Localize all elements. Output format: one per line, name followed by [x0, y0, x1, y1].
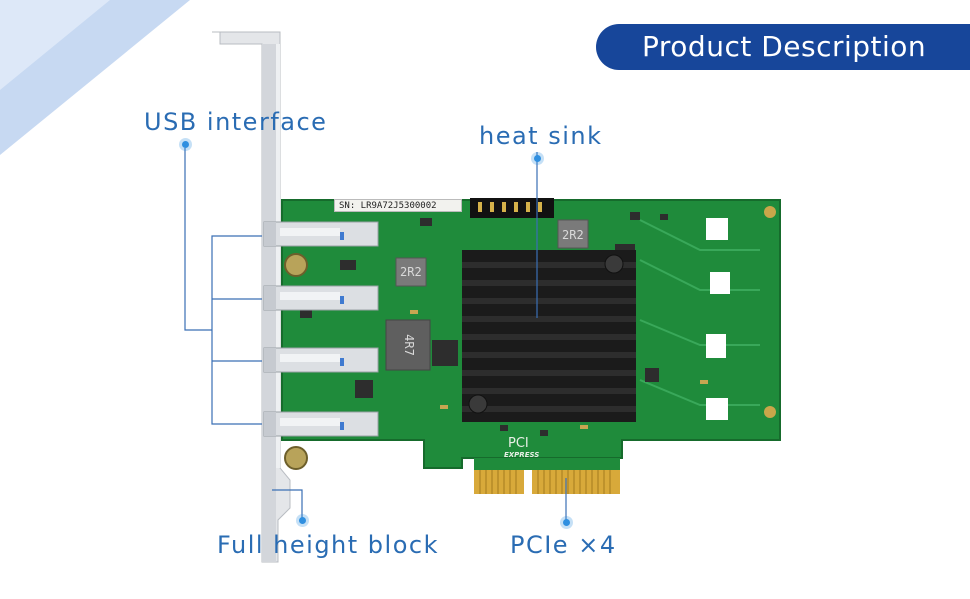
heat-sink [462, 250, 636, 422]
inductor-top-marking: 2R2 [562, 228, 584, 242]
inductor-big-marking: 4R7 [401, 334, 416, 356]
callout-usb-interface: USB interface [144, 108, 328, 136]
pci-express-text: EXPRESS [504, 451, 540, 459]
corner-decoration [0, 0, 190, 155]
inductor-left-marking: 2R2 [400, 265, 422, 279]
callout-lines [184, 148, 567, 522]
usb-ports [263, 221, 379, 437]
pcb [263, 198, 781, 494]
callout-heat-sink: heat sink [479, 122, 603, 150]
callout-dot-heat-sink [534, 155, 541, 162]
callout-full-height-block: Full height block [217, 531, 439, 559]
callout-dot-usb [182, 141, 189, 148]
pci-logo-text: PCI [508, 436, 529, 451]
serial-number-sticker: SN: LR9A72J5300002 [334, 199, 462, 212]
callout-pcie-x4: PCIe ×4 [510, 531, 617, 559]
callout-dot-pcie [563, 519, 570, 526]
callout-dot-full-height [299, 517, 306, 524]
pcie-gold-fingers [474, 458, 620, 494]
page-title: Product Description [596, 24, 970, 70]
